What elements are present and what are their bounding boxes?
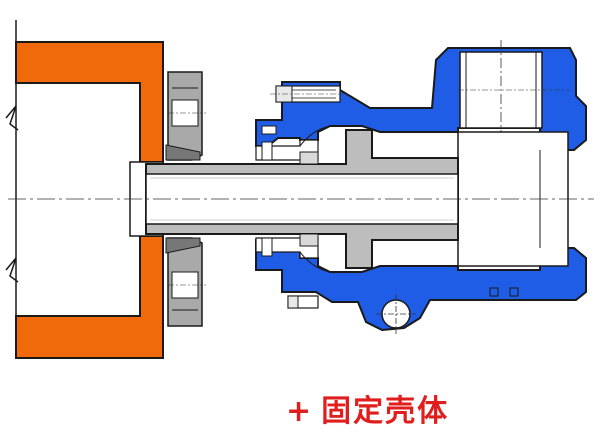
rotating-drum xyxy=(5,20,164,359)
caption: + 固定壳体 xyxy=(286,392,449,432)
caption-plus-symbol: + xyxy=(286,394,312,429)
break-line-top xyxy=(5,105,19,131)
housing-cavity-upper xyxy=(261,125,277,135)
wedge-upper xyxy=(165,144,201,161)
break-line-bottom xyxy=(5,257,19,283)
caption-text: 固定壳体 xyxy=(321,394,450,429)
center-lines xyxy=(8,89,594,286)
wedge-lower xyxy=(165,237,201,254)
